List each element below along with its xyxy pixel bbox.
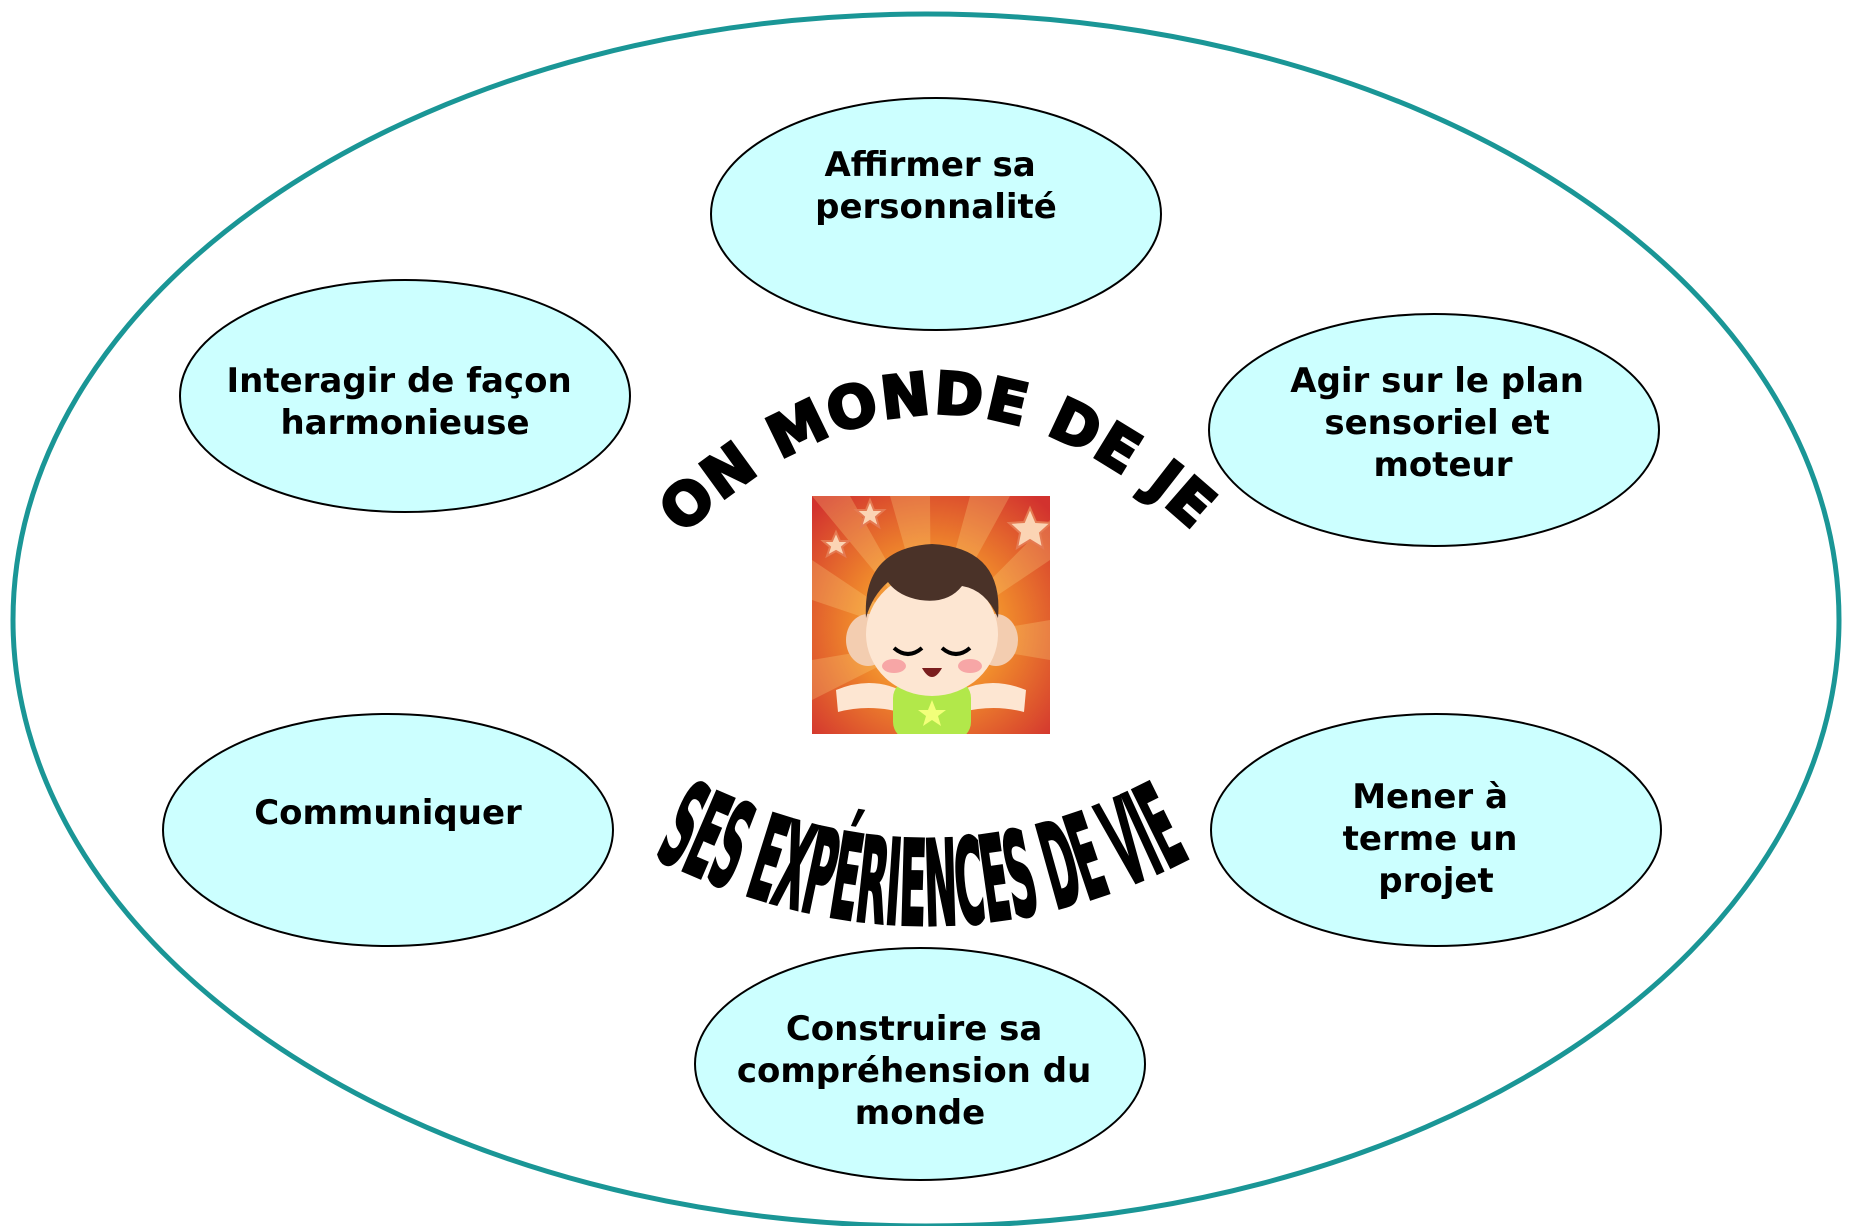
happy-child-icon	[812, 496, 1050, 734]
node-interagir-line-1: Interagir de façon	[226, 361, 571, 401]
node-communiquer: Communiquer	[162, 713, 614, 947]
node-agir-line-2: sensoriel et	[1324, 403, 1549, 443]
node-agir-line-3: moteur	[1373, 445, 1512, 485]
node-affirmer-line-2: personnalité	[815, 187, 1057, 227]
node-mener-ellipse	[1210, 713, 1662, 947]
node-communiquer-ellipse	[162, 713, 614, 947]
node-construire-line-3: monde	[855, 1093, 985, 1133]
node-interagir-ellipse	[179, 279, 631, 513]
node-construire-ellipse	[694, 947, 1146, 1181]
node-construire: Construire sa compréhension du monde	[694, 947, 1146, 1181]
node-communiquer-line-1: Communiquer	[254, 793, 522, 833]
node-agir: Agir sur le plan sensoriel et moteur	[1208, 313, 1660, 547]
node-interagir: Interagir de façon harmonieuse	[179, 279, 631, 513]
node-construire-line-1: Construire sa	[786, 1009, 1042, 1049]
svg-text:Mener à terme un p: Mener à terme un projet	[1343, 777, 1530, 901]
node-affirmer-ellipse	[710, 97, 1162, 331]
svg-text:Construire sa compréhens: Construire sa compréhension du monde	[737, 1009, 1103, 1133]
node-agir-line-1: Agir sur le plan	[1290, 361, 1584, 401]
node-mener-line-1: Mener à	[1352, 777, 1508, 817]
node-affirmer-line-1: Affirmer sa	[824, 145, 1035, 185]
svg-text:Interagir de façon harmo: Interagir de façon harmonieuse	[226, 361, 583, 443]
svg-text:Affirmer sa personnalité: Affirmer sa personnalité	[815, 145, 1057, 227]
svg-text:Agir sur le plan sensori: Agir sur le plan sensoriel et moteur	[1290, 361, 1596, 485]
node-interagir-line-2: harmonieuse	[280, 403, 529, 443]
node-agir-ellipse	[1208, 313, 1660, 547]
svg-text:Communiquer: Communiquer	[254, 793, 522, 833]
node-mener: Mener à terme un projet	[1210, 713, 1662, 947]
node-mener-line-3: projet	[1378, 861, 1493, 901]
node-mener-line-2: terme un	[1343, 819, 1518, 859]
node-affirmer: Affirmer sa personnalité	[710, 97, 1162, 331]
node-construire-line-2: compréhension du	[737, 1051, 1091, 1091]
